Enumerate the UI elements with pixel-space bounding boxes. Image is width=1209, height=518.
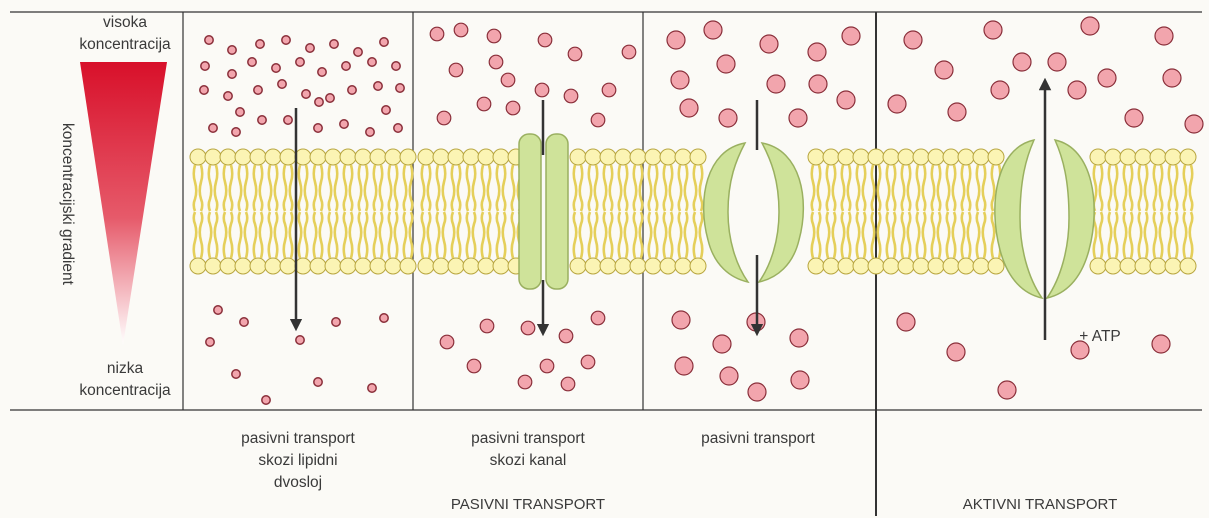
caption-channel-line2: skozi kanal [428, 450, 628, 472]
caption-lipid-line3: dvosloj [198, 472, 398, 494]
channel-protein [519, 134, 568, 289]
caption-lipid-line1: pasivni transport [198, 428, 398, 450]
high-concentration-label: visoka koncentracija [60, 12, 190, 56]
atp-label: + ATP [1070, 326, 1130, 348]
caption-carrier: pasivni transport [658, 428, 858, 450]
active-transport-label: AKTIVNI TRANSPORT [940, 494, 1140, 516]
low-concentration-label: nizka koncentracija [60, 358, 190, 402]
high-label-line2: koncentracija [60, 34, 190, 56]
passive-transport-label: PASIVNI TRANSPORT [413, 494, 643, 516]
concentration-gradient-triangle [80, 62, 167, 345]
high-label-line1: visoka [60, 12, 190, 34]
gradient-axis-label: koncentracijski gradient [56, 84, 78, 324]
low-label-line2: koncentracija [60, 380, 190, 402]
caption-lipid-line2: skozi lipidni [198, 450, 398, 472]
carrier-protein [704, 143, 804, 282]
caption-lipid-bilayer: pasivni transport skozi lipidni dvosloj [198, 428, 398, 494]
caption-channel-line1: pasivni transport [428, 428, 628, 450]
caption-carrier-line1: pasivni transport [658, 428, 858, 450]
caption-channel: pasivni transport skozi kanal [428, 428, 628, 472]
low-label-line1: nizka [60, 358, 190, 380]
